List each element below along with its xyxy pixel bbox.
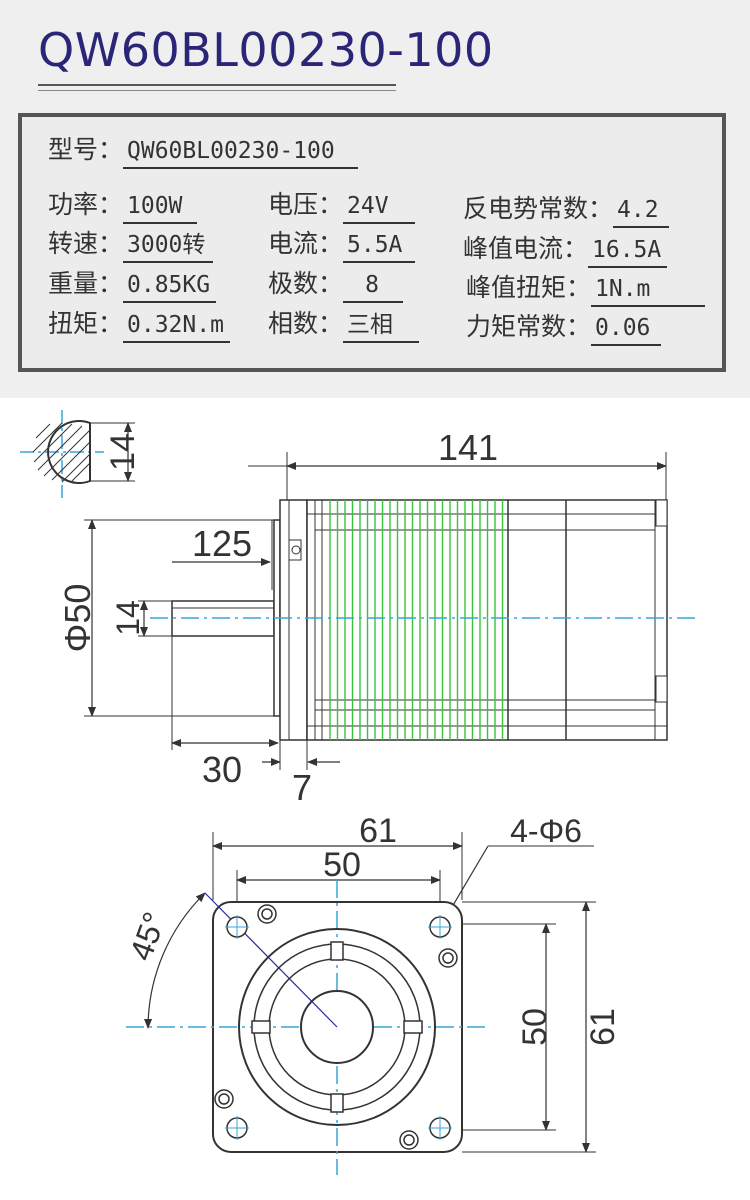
spec-weight-value: 0.85KG <box>123 270 217 303</box>
protrusion-dimension: 30 <box>171 636 281 790</box>
front-hole-spacing-label: 50 <box>323 846 361 884</box>
spec-poles-value: 8 <box>343 270 404 303</box>
spec-voltage: 电压：24V <box>268 190 416 224</box>
shaft-length-label: 125 <box>192 523 252 564</box>
spec-peak-current-label: 峰值电流： <box>463 234 589 263</box>
spec-peak-torque: 峰值扭矩：1N.m <box>466 273 706 307</box>
spec-table <box>18 113 726 372</box>
spec-current-label: 电流： <box>268 229 344 258</box>
spec-phases-value: 三相 <box>343 310 420 343</box>
spec-bemf-label: 反电势常数： <box>463 194 614 223</box>
spec-peak-torque-value: 1N.m <box>591 274 706 307</box>
spec-torque-label: 扭矩： <box>48 309 124 338</box>
spec-speed-label: 转速： <box>48 229 124 258</box>
spec-model: 型号：QW60BL00230-100 <box>48 135 359 169</box>
angle-label: 45° <box>122 907 172 965</box>
front-width-dimension: 61 <box>212 812 463 900</box>
overall-length-label: 141 <box>438 427 498 468</box>
side-view-drawing: 14 141 125 Φ50 14 <box>20 410 700 808</box>
shaft-diameter-label: 14 <box>110 600 146 636</box>
spec-peak-current: 峰值电流：16.5A <box>463 234 668 268</box>
shaft-diameter-dimension: 14 <box>110 600 172 637</box>
spec-poles: 极数：8 <box>268 269 404 303</box>
front-height-dimension: 61 <box>462 901 622 1153</box>
screw-heads <box>214 904 458 1150</box>
spec-model-value: QW60BL00230-100 <box>123 136 359 169</box>
title-underline-thin <box>38 90 396 91</box>
spec-torque-constant: 力矩常数：0.06 <box>466 312 662 346</box>
spec-weight: 重量：0.85KG <box>48 269 217 303</box>
angle-dimension: 45° <box>122 892 206 1029</box>
spec-torque-constant-value: 0.06 <box>591 313 662 346</box>
spec-voltage-value: 24V <box>343 191 416 224</box>
shaft-flat-dim-label: 14 <box>104 433 142 471</box>
front-height-spacing-label: 50 <box>516 1008 554 1046</box>
spec-power-value: 100W <box>123 191 198 224</box>
shaft-section-view: 14 <box>20 410 142 498</box>
spec-bemf: 反电势常数：4.2 <box>463 194 670 228</box>
spec-power: 功率：100W <box>48 190 198 224</box>
flange-thickness-label: 7 <box>292 767 312 808</box>
shaft-length-dimension: 125 <box>172 520 273 590</box>
front-height-label: 61 <box>584 1008 622 1046</box>
overall-length-dimension: 141 <box>248 427 667 500</box>
spec-peak-torque-label: 峰值扭矩： <box>466 273 592 302</box>
spec-torque-value: 0.32N.m <box>123 310 230 343</box>
spec-phases: 相数：三相 <box>268 309 420 343</box>
spec-torque: 扭矩：0.32N.m <box>48 309 230 343</box>
spec-current: 电流：5.5A <box>268 229 416 263</box>
front-width-label: 61 <box>359 812 397 850</box>
flange-diameter-dimension: Φ50 <box>57 519 278 717</box>
spec-current-value: 5.5A <box>343 230 416 263</box>
spec-voltage-label: 电压： <box>268 190 344 219</box>
spec-torque-constant-label: 力矩常数： <box>466 312 592 341</box>
spec-peak-current-value: 16.5A <box>588 235 668 268</box>
protrusion-label: 30 <box>202 749 242 790</box>
flange-plate <box>279 499 308 741</box>
holes-callout: 4-Φ6 <box>441 813 594 925</box>
stator-laminations <box>329 500 504 740</box>
spec-phases-label: 相数： <box>268 309 344 338</box>
flange-diameter-label: Φ50 <box>57 584 98 653</box>
front-height-spacing-dimension: 50 <box>450 923 556 1131</box>
header-panel: QW60BL00230-100 型号：QW60BL00230-100 功率：10… <box>0 0 750 398</box>
spec-poles-label: 极数： <box>268 269 344 298</box>
spec-model-label: 型号： <box>48 135 124 164</box>
spec-speed-value: 3000转 <box>123 230 214 263</box>
title-underline <box>38 84 396 86</box>
front-view-drawing: 61 50 4-Φ6 45° 50 61 <box>122 812 622 1175</box>
holes-label: 4-Φ6 <box>510 813 582 849</box>
diagonal-line <box>204 892 338 1028</box>
spec-weight-label: 重量： <box>48 269 124 298</box>
motor-outer-ring <box>238 928 436 1126</box>
spec-power-label: 功率： <box>48 190 124 219</box>
ring-spokes <box>251 941 423 1113</box>
flange-thickness-dimension: 7 <box>262 740 340 808</box>
page-title: QW60BL00230-100 <box>38 23 494 77</box>
spec-bemf-value: 4.2 <box>613 195 670 228</box>
spec-speed: 转速：3000转 <box>48 229 214 263</box>
